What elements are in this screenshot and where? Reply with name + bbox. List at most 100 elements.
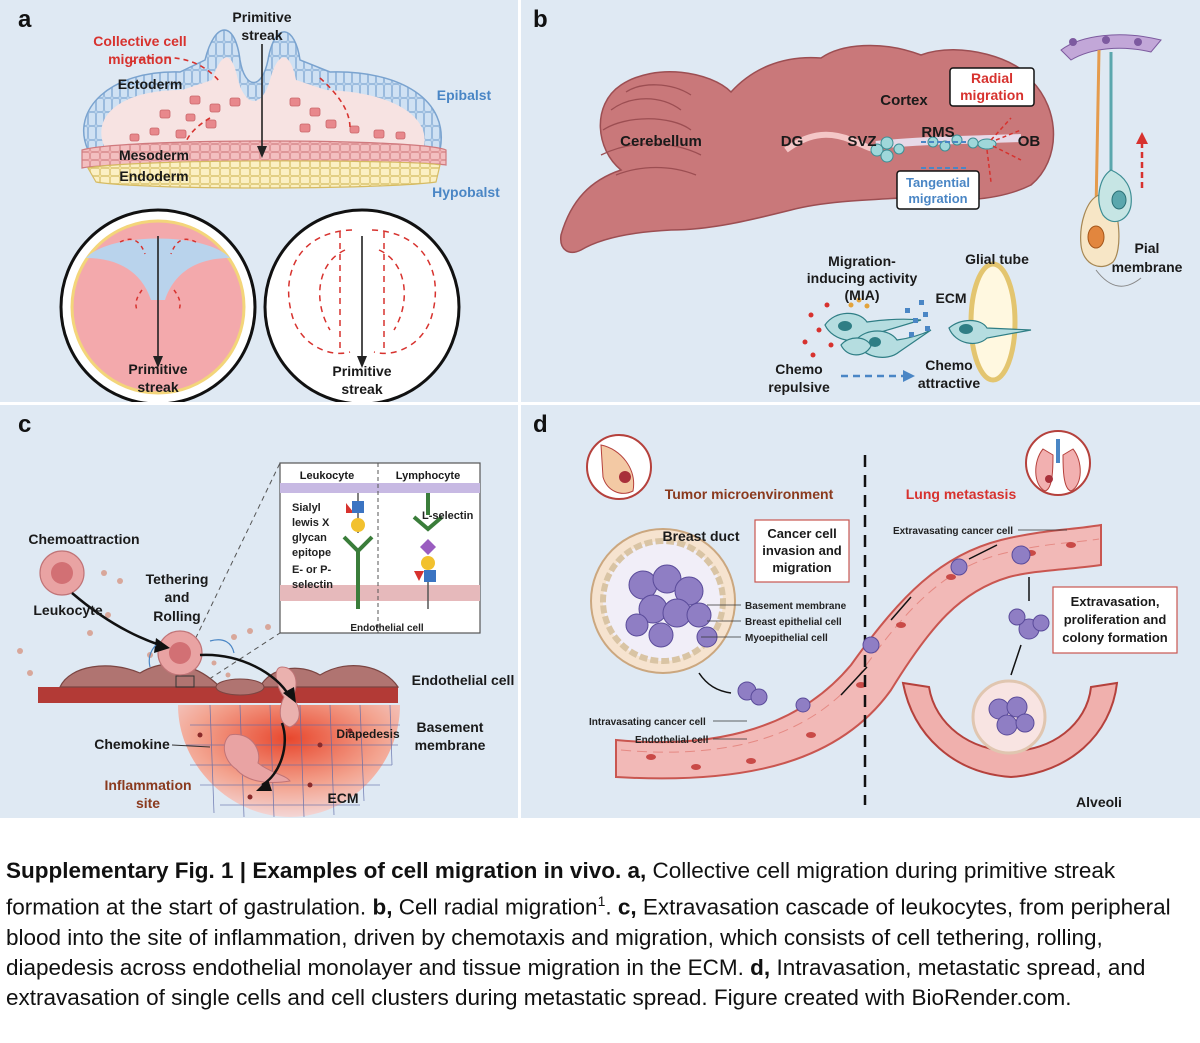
epiblast-label: Epibalst — [437, 87, 492, 103]
panel-letter-d: d — [533, 411, 548, 438]
chemokine-dots — [17, 570, 271, 678]
extravasation-3: colony formation — [1062, 630, 1168, 645]
tangential-label-1: Tangential — [906, 175, 970, 190]
cancer-invasion-2: invasion and — [762, 543, 842, 558]
alveoli-label: Alveoli — [1076, 794, 1122, 810]
cancer-invasion-1: Cancer cell — [767, 526, 836, 541]
intravasating-cells — [737, 545, 1050, 713]
sialyl-1: Sialyl — [292, 502, 321, 514]
radial-label-1: Radial — [971, 70, 1013, 86]
lung-meta-label: Lung metastasis — [906, 486, 1017, 502]
selectin-molecules — [342, 493, 444, 609]
mia-label-2: inducing activity — [807, 270, 918, 286]
leukocytes — [39, 550, 300, 783]
panel-a: a Collective cell migration Primitive st… — [0, 0, 518, 402]
ecm-mesh — [186, 704, 400, 818]
metastatic-colony — [988, 696, 1035, 736]
inset-leukocyte: Leukocyte — [300, 470, 354, 482]
mesoderm-label: Mesoderm — [119, 147, 189, 163]
rms-label: RMS — [921, 124, 954, 141]
repulsive-dots — [802, 302, 834, 358]
breast-epi-label: Breast epithelial cell — [745, 617, 842, 628]
panel-b: b Cerebellum DG SVZ RMS OB Cortex Radial… — [521, 0, 1200, 402]
primitive-streak-top-2: streak — [241, 27, 282, 43]
glial-tube-label: Glial tube — [965, 251, 1029, 267]
ecm-label-b: ECM — [935, 290, 966, 306]
basement-label-2: membrane — [415, 737, 486, 753]
chemoattraction-arrow — [71, 592, 161, 647]
chemokine-label: Chemokine — [94, 736, 170, 752]
diapedesis-arrow-top — [199, 653, 292, 698]
collective-label-2: migration — [108, 51, 172, 67]
panel-c-illustration: c Leukocyte Lymphocyte Sialyl lewis X gl… — [17, 411, 515, 818]
l-selectin-label: L-selectin — [422, 510, 474, 522]
sialyl-2: lewis X — [292, 517, 330, 529]
sialyl-3: glycan — [292, 532, 327, 544]
inset-endothelial: Endothelial cell — [350, 623, 424, 634]
cancer-invasion-3: migration — [772, 560, 831, 575]
pial-label-1: Pial — [1135, 240, 1160, 256]
basement-membrane-bar — [38, 687, 398, 703]
dg-label: DG — [781, 133, 804, 150]
collective-label-1: Collective cell — [93, 33, 186, 49]
panel-b-illustration: b Cerebellum DG SVZ RMS OB Cortex Radial… — [533, 6, 1183, 395]
tethering-label-2: and — [165, 589, 190, 605]
caption-d-text: Intravasation, metastatic spread, and ex… — [6, 954, 1146, 1010]
inset-lymphocyte: Lymphocyte — [396, 470, 460, 482]
caption-b-end: . — [605, 894, 612, 920]
mia-label-3: (MIA) — [845, 287, 880, 303]
panel-c: c Leukocyte Lymphocyte Sialyl lewis X gl… — [0, 405, 518, 818]
primitive-streak-left-2: streak — [137, 379, 178, 395]
ob-label: OB — [1018, 133, 1041, 150]
selectin-1: E- or P- — [292, 564, 331, 576]
alveoli-wall — [901, 681, 1119, 779]
hypoblast-label: Hypobalst — [432, 184, 500, 200]
tethering-label-3: Rolling — [153, 608, 200, 624]
tangential-migration-box — [896, 170, 980, 210]
caption-a-text: Collective cell migration during primiti… — [6, 858, 1116, 920]
caption-d-label: d, — [750, 954, 771, 980]
panel-letter-c: c — [18, 411, 31, 438]
attractive-squares — [905, 300, 930, 337]
myoepi-label: Myoepithelial cell — [745, 633, 828, 644]
caption-b-text: Cell radial migration — [398, 894, 598, 920]
red-blood-cells — [646, 542, 1076, 770]
chemo-repulsive-1: Chemo — [775, 361, 822, 377]
metastasis-arrows — [698, 544, 1030, 696]
tumor-cluster — [625, 564, 718, 648]
endoderm-label: Endoderm — [119, 168, 188, 184]
cancer-invasion-box — [754, 519, 850, 583]
extravasation-2: proliferation and — [1064, 612, 1167, 627]
caption-title: Supplementary Fig. 1 | Examples of cell … — [6, 858, 622, 883]
sialyl-4: epitope — [292, 547, 331, 559]
panel-a-illustration: a Collective cell migration Primitive st… — [18, 6, 500, 402]
chemo-attractive-2: attractive — [918, 375, 980, 391]
panel-letter-b: b — [533, 6, 548, 33]
inflammation-label-2: site — [136, 795, 160, 811]
chemo-repulsive-2: repulsive — [768, 379, 830, 395]
chemo-attractive-1: Chemo — [925, 357, 972, 373]
endothelial-label-c: Endothelial cell — [412, 672, 515, 688]
panel-d-illustration: d Tumor microenvironment Lung metastasis — [533, 411, 1178, 810]
mia-label-1: Migration- — [828, 253, 896, 269]
radial-label-2: migration — [960, 87, 1024, 103]
caption-b-label: b, — [372, 894, 393, 920]
extravasation-1: Extravasation, — [1071, 594, 1160, 609]
primitive-streak-top-1: Primitive — [232, 9, 291, 25]
endothelial-label-d: Endothelial cell — [635, 735, 709, 746]
inflammation-label-1: Inflammation — [104, 777, 191, 793]
caption-a-label: a, — [627, 858, 647, 883]
primitive-streak-left-1: Primitive — [128, 361, 187, 377]
figure-caption: Supplementary Fig. 1 | Examples of cell … — [6, 856, 1196, 1013]
primitive-streak-right-1: Primitive — [332, 363, 391, 379]
tangential-label-2: migration — [908, 191, 967, 206]
cortex-label: Cortex — [880, 92, 928, 109]
ob-radial-arrows — [986, 117, 1022, 183]
extravasation-box — [1052, 586, 1178, 654]
basement-label-1: Basement — [417, 719, 484, 735]
primitive-streak-right-2: streak — [341, 381, 382, 397]
caption-b-ref: 1 — [597, 893, 606, 909]
inflammation-zone — [178, 705, 400, 817]
panel-d: d Tumor microenvironment Lung metastasis — [521, 405, 1200, 818]
tethering-label-1: Tethering — [146, 571, 209, 587]
